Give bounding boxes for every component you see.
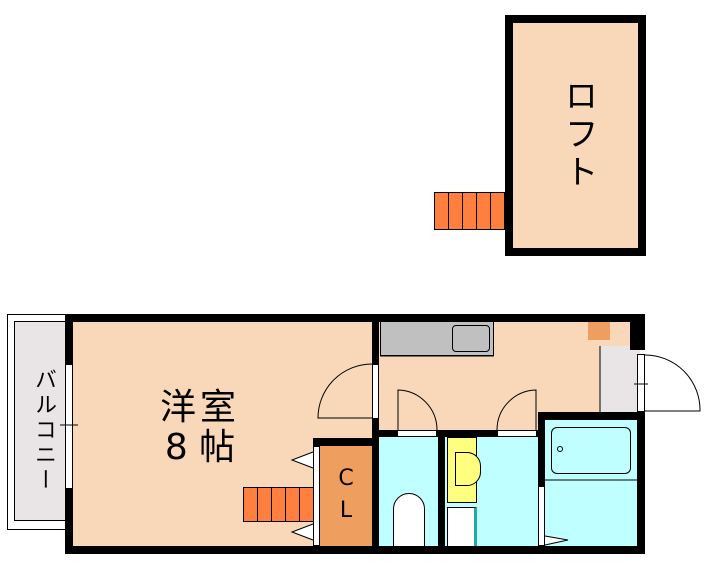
entry-door-opening[interactable] [637,354,645,412]
wall-closet-top [313,438,379,446]
wall-toilet-wash [438,430,445,554]
kitchen-sink [452,325,490,352]
closet-label-c: C [338,466,354,491]
toilet-door-opening[interactable] [397,430,437,437]
wall-bath-left [538,412,545,486]
wall-bottom [65,546,645,554]
entrance [600,346,640,414]
wall-wet-top [372,430,542,437]
western-room-label-2: 8 帖 [164,427,236,468]
shoe-cabinet [588,322,610,340]
closet [320,446,372,546]
washing-machine [447,507,477,553]
vanity-basin [455,452,481,486]
closet-label-l: L [339,498,353,523]
wall-bath-top [538,412,645,420]
loft-label: ロフト [558,78,598,192]
closet-door[interactable] [313,446,320,546]
wall-right-lower [637,412,645,554]
toilet [393,493,425,548]
loft-room [505,15,646,256]
wall-shoe [580,314,615,322]
bathroom [545,420,640,554]
bathtub [551,427,631,474]
western-room-label-1: 洋室 [159,387,240,428]
washroom-door-opening[interactable] [497,430,537,437]
balcony-label: バルコニー [31,368,56,493]
balcony-floor [14,321,67,521]
room-door-opening[interactable] [372,364,379,419]
bath-door-opening[interactable] [538,486,545,546]
stairs [243,487,315,522]
wall-right-upper [630,314,645,350]
loft-stairs [434,192,506,230]
balcony-window[interactable] [65,364,73,489]
wall-top [65,314,645,322]
